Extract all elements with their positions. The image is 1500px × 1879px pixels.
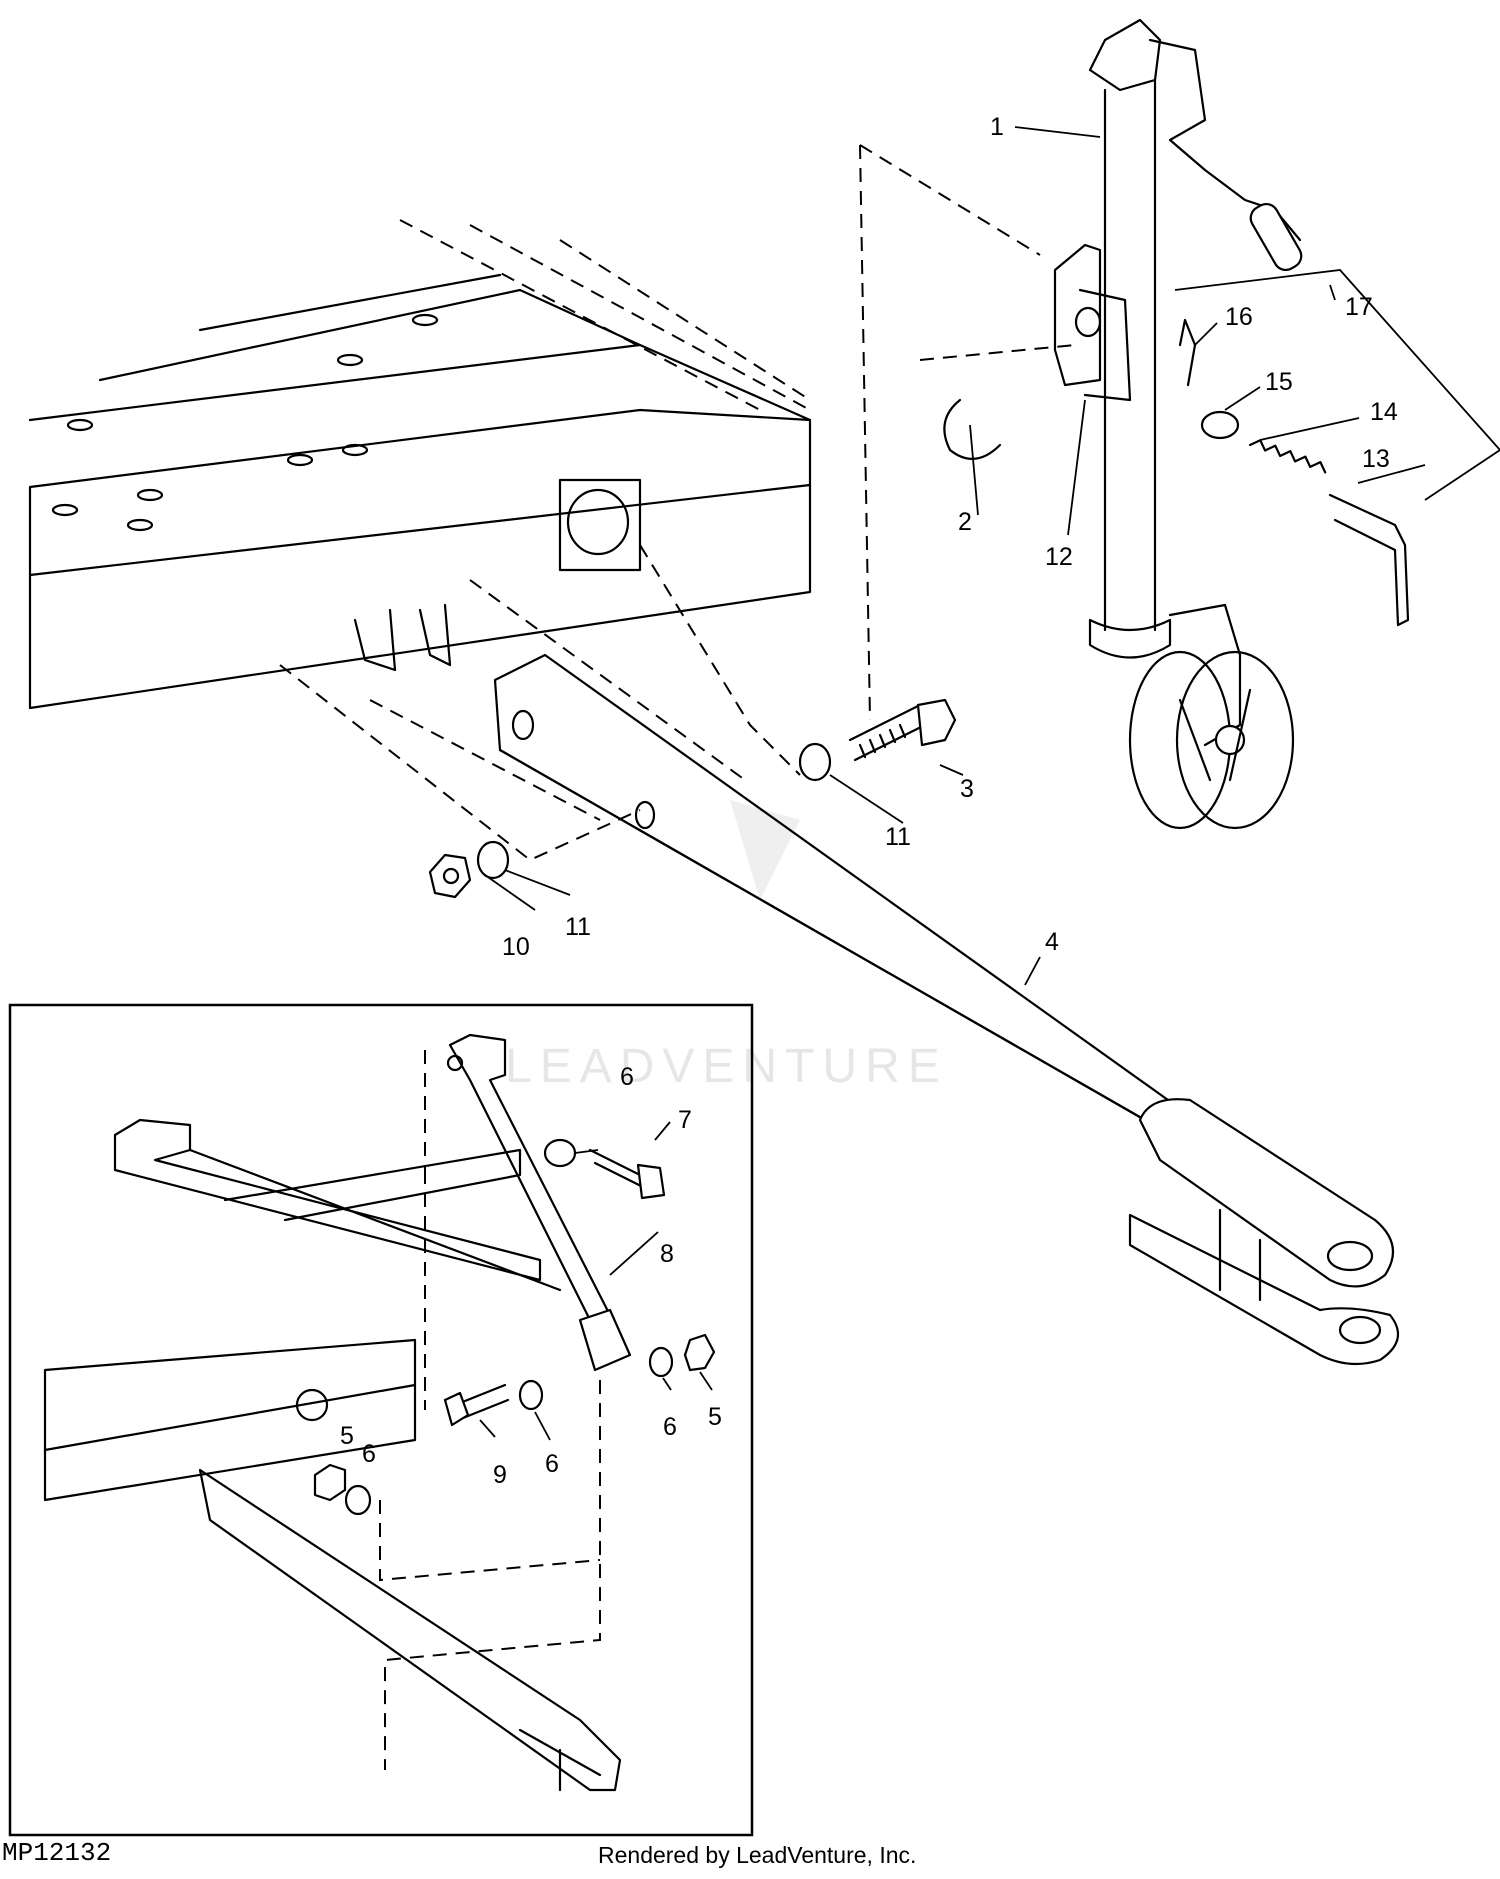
callouts: 1 2 3 4 10 11 11 12 13 14 15 16 17 6 7 8… [340, 113, 1398, 1489]
washer [648, 1346, 674, 1378]
jack-pin [1328, 493, 1410, 627]
slot-hole [136, 488, 164, 502]
callout-4: 4 [1045, 928, 1059, 956]
a-frame-right-arm [448, 1033, 617, 1342]
hex-nut-icon [428, 853, 472, 899]
washer [344, 1484, 372, 1516]
washer [543, 1138, 577, 1168]
slot-hole [51, 503, 79, 517]
tube-opening [566, 488, 630, 556]
callout-11-upper: 11 [885, 823, 911, 851]
callout-5-inset-left: 5 [340, 1422, 354, 1450]
callout-6-inset-left: 6 [362, 1440, 376, 1468]
a-frame-left-arm [113, 1118, 542, 1282]
inset-detail [8, 1003, 754, 1837]
watermark-text: LEADVENTURE [505, 1040, 948, 1093]
callout-17: 17 [1345, 293, 1373, 321]
callout-13: 13 [1362, 445, 1390, 473]
hitch-plate-lower [1128, 1213, 1400, 1366]
washer [1200, 410, 1240, 440]
jack-mount-bracket [1053, 243, 1102, 387]
washer [798, 742, 832, 782]
callout-6-inset-bolt: 6 [545, 1450, 559, 1478]
main-hardware [428, 698, 957, 899]
clevis-bracket [578, 1308, 632, 1372]
callout-6-inset-right: 6 [663, 1413, 677, 1441]
slot-hole [341, 443, 369, 457]
spring [1248, 439, 1327, 474]
callout-12: 12 [1045, 543, 1073, 571]
washer [518, 1379, 544, 1411]
callout-14: 14 [1370, 398, 1398, 426]
jack-assembly [943, 18, 1500, 830]
callout-3: 3 [960, 775, 974, 803]
callout-8: 8 [660, 1240, 674, 1268]
callout-10: 10 [502, 933, 530, 961]
slot-hole [336, 353, 364, 367]
hex-nut-icon [683, 1333, 716, 1372]
callout-5-inset-right: 5 [708, 1403, 722, 1431]
diagram-id-label: MP12132 [2, 1838, 112, 1868]
callout-7: 7 [678, 1106, 692, 1134]
frame-rail [28, 219, 812, 710]
hex-nut-icon [313, 1463, 347, 1502]
assembly-lines [279, 144, 1076, 862]
callout-16: 16 [1225, 303, 1253, 331]
watermark: LEADVENTURE [505, 800, 948, 1093]
cotter-pin [1178, 318, 1197, 387]
slot-hole [126, 518, 154, 532]
leader-lines [479, 126, 1426, 1441]
callout-15: 15 [1265, 368, 1293, 396]
bolt-icon [848, 703, 927, 762]
slot-hole [286, 453, 314, 467]
hitch-plate-upper [1138, 1098, 1395, 1288]
bolt-icon [588, 1148, 647, 1190]
callout-1: 1 [990, 113, 1004, 141]
washer [476, 840, 510, 880]
frame-tube-socket [558, 478, 642, 572]
inset-tongue [198, 1468, 622, 1792]
crank-handle-grip [1249, 202, 1303, 272]
slot-hole [411, 313, 439, 327]
inset-border [8, 1003, 754, 1837]
callout-6-inset-top: 6 [620, 1063, 634, 1091]
slot-hole [66, 418, 94, 432]
callout-9: 9 [493, 1461, 507, 1489]
render-credit: Rendered by LeadVenture, Inc. [598, 1842, 917, 1868]
watermark-logo-icon [730, 800, 800, 900]
retaining-ring [943, 398, 1002, 460]
callout-11-lower: 11 [565, 913, 591, 941]
callout-2: 2 [958, 508, 972, 536]
hitch-tongue [493, 653, 1400, 1366]
